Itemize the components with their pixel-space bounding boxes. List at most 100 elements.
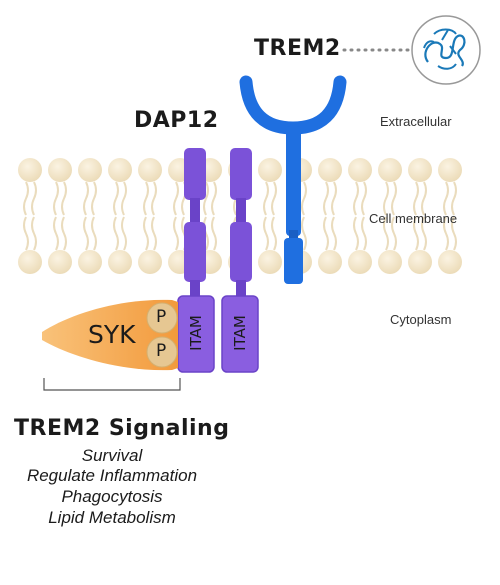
- lipid-head: [258, 250, 282, 274]
- itam-label-right: ITAM: [231, 315, 249, 351]
- lipid-tail: [323, 181, 329, 216]
- lipid-tail: [383, 181, 389, 216]
- outcome-phagocytosis: Phagocytosis: [61, 487, 163, 506]
- lipid-tail: [23, 181, 29, 216]
- lipid-tail: [83, 216, 89, 251]
- lipid-tail: [451, 181, 457, 216]
- lipid-tail: [31, 216, 37, 251]
- lipid-tail: [353, 216, 359, 251]
- lipid-tail: [211, 181, 217, 216]
- lipid-tail: [413, 181, 419, 216]
- phospho-label-bottom: P: [156, 341, 167, 361]
- trem2-ligand-binding-arm: [239, 75, 347, 135]
- lipid-tail: [91, 181, 97, 216]
- lipid-tail: [391, 216, 397, 251]
- lipid-tail: [421, 216, 427, 251]
- lipid-tail: [121, 181, 127, 216]
- lipid-tail: [173, 181, 179, 216]
- lipid-head: [78, 250, 102, 274]
- lipid-tail: [361, 216, 367, 251]
- lipid-head: [318, 158, 342, 182]
- dap12-label: DAP12: [134, 108, 219, 133]
- lipid-head: [378, 250, 402, 274]
- lipid-tail: [323, 216, 329, 251]
- syk-shape: [42, 299, 178, 371]
- region-extracellular: Extracellular: [380, 114, 452, 129]
- lipid-tail: [113, 181, 119, 216]
- lipid-tail: [23, 216, 29, 251]
- lipid-tail: [413, 216, 419, 251]
- lipid-tail: [61, 216, 67, 251]
- lipid-tail: [151, 181, 157, 216]
- lipid-head: [348, 158, 372, 182]
- lipid-head: [48, 250, 72, 274]
- trem2-label: TREM2: [254, 36, 341, 61]
- outcome-survival: Survival: [81, 446, 143, 465]
- outcome-lipid-metabolism: Lipid Metabolism: [48, 508, 176, 527]
- region-cell-membrane: Cell membrane: [369, 211, 458, 226]
- lipid-head: [408, 250, 432, 274]
- lipid-tail: [383, 216, 389, 251]
- outcome-regulate-inflammation: Regulate Inflammation: [26, 466, 198, 485]
- itam-box-right: [221, 295, 259, 373]
- lipid-head: [348, 250, 372, 274]
- lipid-head: [318, 250, 342, 274]
- trem2-transmembrane-domain: [284, 238, 303, 284]
- lipid-head: [138, 250, 162, 274]
- itam-label-left: ITAM: [187, 315, 205, 351]
- lipid-tail: [271, 216, 277, 251]
- lipid-head: [108, 250, 132, 274]
- syk-label: SYK: [88, 320, 136, 349]
- lipid-tail: [353, 181, 359, 216]
- lipid-head: [408, 158, 432, 182]
- lipid-head: [108, 158, 132, 182]
- phospho-circle-top: [146, 302, 178, 334]
- lipid-tail: [143, 216, 149, 251]
- signaling-title: TREM2 Signaling: [14, 416, 230, 441]
- lipid-tail: [301, 181, 307, 216]
- lipid-tail: [331, 216, 337, 251]
- signaling-bracket: [43, 378, 181, 391]
- lipid-head: [18, 158, 42, 182]
- lipid-tail: [53, 181, 59, 216]
- lipid-tail: [301, 216, 307, 251]
- lipid-head: [438, 250, 462, 274]
- lipid-tail: [263, 181, 269, 216]
- lipid-head: [18, 250, 42, 274]
- lipid-head: [78, 158, 102, 182]
- lipid-tail: [271, 181, 277, 216]
- lipid-tail: [203, 181, 209, 216]
- lipid-tail: [173, 216, 179, 251]
- lipid-tail: [91, 216, 97, 251]
- dap12-chain-right: [230, 148, 252, 298]
- lipid-head: [48, 158, 72, 182]
- lipid-tail: [421, 181, 427, 216]
- trem2-neck: [289, 230, 298, 240]
- trem2-receptor: [239, 75, 347, 284]
- region-cytoplasm: Cytoplasm: [390, 312, 452, 327]
- phospho-label-top: P: [156, 307, 167, 327]
- dap12-dimer: [177, 148, 259, 373]
- lipid-tail: [443, 181, 449, 216]
- phospho-circle-bottom: [146, 336, 178, 368]
- lipid-tail: [443, 216, 449, 251]
- syk-kinase: [42, 299, 178, 371]
- lipid-tail: [263, 216, 269, 251]
- dap12-chain-left: [184, 148, 206, 298]
- lipid-tail: [331, 181, 337, 216]
- lipid-tail: [83, 181, 89, 216]
- lipid-tail: [61, 181, 67, 216]
- lipid-tail: [53, 216, 59, 251]
- lipid-head: [378, 158, 402, 182]
- lipid-tail: [113, 216, 119, 251]
- lipid-tail: [391, 181, 397, 216]
- trem2-stalk: [286, 126, 301, 236]
- lipid-head: [258, 158, 282, 182]
- lipid-tail: [121, 216, 127, 251]
- lipid-tail: [143, 181, 149, 216]
- lipid-tail: [31, 181, 37, 216]
- lipid-head: [138, 158, 162, 182]
- lipid-tail: [211, 216, 217, 251]
- lipid-tail: [451, 216, 457, 251]
- lipid-head: [438, 158, 462, 182]
